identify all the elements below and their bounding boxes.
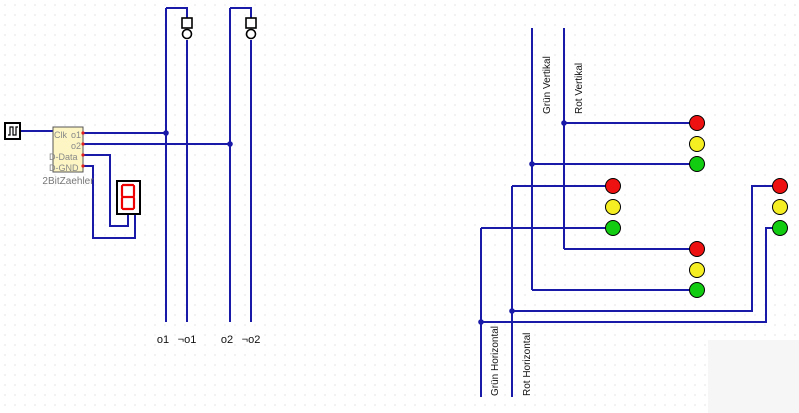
traffic-light-horizontal-2[interactable]	[772, 178, 788, 236]
yellow-lamp	[689, 136, 705, 152]
green-lamp	[689, 282, 705, 298]
port-clk: Clk	[54, 130, 67, 140]
traffic-light-vertical-1[interactable]	[689, 115, 705, 172]
left-wires	[20, 7, 252, 322]
right-junctions	[478, 120, 567, 325]
o2-to-inverter-wire[interactable]	[230, 7, 252, 18]
inverter-o1[interactable]	[181, 17, 193, 40]
green-lamp	[605, 220, 621, 236]
o1-to-inverter-wire[interactable]	[166, 7, 188, 18]
red-lamp	[772, 178, 788, 194]
signal-label-rot-vertikal: Rot Vertikal	[574, 63, 585, 114]
yellow-lamp	[605, 199, 621, 215]
junction-o1	[163, 130, 169, 136]
counter-label: 2BitZaehler	[42, 176, 94, 187]
signal-label-rot-horizontal: Rot Horizontal	[522, 333, 533, 396]
signal-label-gruen-horizontal: Grün Horizontal	[490, 326, 501, 396]
faded-corner	[708, 340, 799, 413]
output-label-not-o2: ¬o2	[242, 334, 261, 346]
output-label-o2: o2	[221, 334, 233, 346]
display-digit-segments	[120, 183, 136, 211]
red-lamp	[605, 178, 621, 194]
clock-icon	[8, 126, 18, 136]
red-lamp	[689, 241, 705, 257]
port-o2: o2	[71, 141, 81, 151]
inverter-o2[interactable]	[245, 17, 257, 40]
yellow-lamp	[689, 262, 705, 278]
counter-chip[interactable]: Clk o1 o2 D-Data D-GND	[49, 126, 85, 173]
signal-label-gruen-vertikal: Grün Vertikal	[542, 56, 553, 114]
junction-o2	[227, 141, 233, 147]
port-d-gnd: D-GND	[49, 163, 79, 173]
green-lamp	[689, 156, 705, 172]
clock-source[interactable]	[4, 122, 21, 140]
seven-segment-display[interactable]	[116, 180, 141, 215]
port-o1: o1	[71, 130, 81, 140]
green-lamp	[772, 220, 788, 236]
display-gnd-wire[interactable]	[83, 165, 136, 239]
display-data-wire[interactable]	[83, 154, 129, 227]
yellow-lamp	[772, 199, 788, 215]
red-lamp	[689, 115, 705, 131]
output-label-o1: o1	[157, 334, 169, 346]
output-label-not-o1: ¬o1	[178, 334, 197, 346]
port-d-data: D-Data	[49, 152, 78, 162]
traffic-light-vertical-2[interactable]	[689, 241, 705, 298]
rot-horizontal-wire-right[interactable]	[512, 185, 780, 312]
traffic-light-horizontal-1[interactable]	[605, 178, 621, 236]
